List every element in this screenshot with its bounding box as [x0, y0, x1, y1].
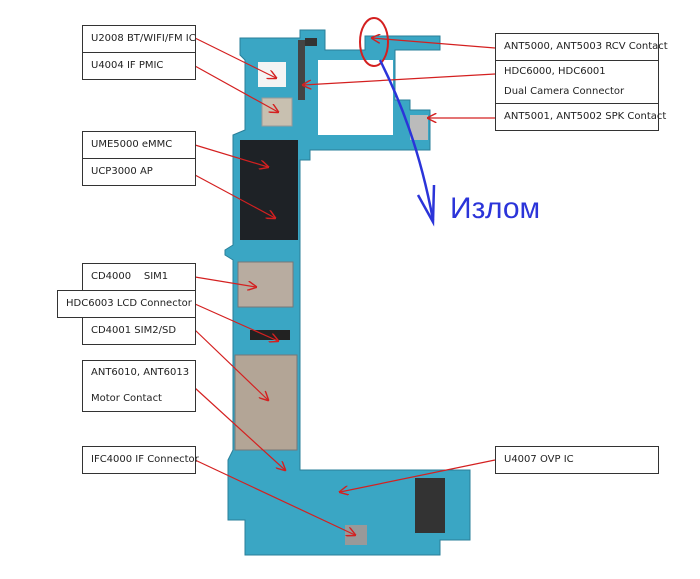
label-ant5001: ANT5001, ANT5002 SPK Contact	[495, 103, 667, 131]
label-ant5000: ANT5000, ANT5003 RCV Contact	[495, 33, 668, 61]
label-u4004: U4004 IF PMIC	[82, 52, 196, 80]
label-ifc4000: IFC4000 IF Connector	[82, 446, 199, 474]
label-cd4000: CD4000 SIM1	[82, 263, 196, 291]
label-text-part: ANT5000, ANT5003	[504, 41, 603, 52]
chip-ap-emmc	[240, 140, 298, 240]
audio-jack	[415, 478, 445, 533]
label-text: Motor Contact	[91, 393, 162, 404]
label-text: Dual Camera Connector	[504, 86, 625, 97]
label-text: U4007 OVP IC	[504, 454, 574, 465]
board-cutout	[318, 60, 393, 135]
break-annotation: Излом	[450, 192, 541, 225]
label-text-part: RCV Contact	[605, 41, 668, 52]
label-text: CD4001 SIM2/SD	[91, 325, 177, 336]
label-u2008: U2008 BT/WIFI/FM IC	[82, 25, 196, 53]
chip-u2008	[258, 62, 286, 87]
label-text: HDC6003 LCD Connector	[66, 298, 192, 309]
label-text: CD4000 SIM1	[91, 271, 169, 282]
label-text: U2008 BT/WIFI/FM IC	[91, 33, 196, 44]
label-u4007: U4007 OVP IC	[495, 446, 659, 474]
label-text: ANT5000, ANT5003 RCV Contact	[504, 34, 668, 60]
break-arrow	[378, 59, 436, 227]
label-cd4001: CD4001 SIM2/SD	[82, 317, 196, 345]
label-ume5000: UME5000 eMMC	[82, 131, 196, 159]
label-hdc6003: HDC6003 LCD Connector	[57, 290, 196, 318]
rcv-highlight-circle	[359, 17, 389, 67]
label-text: UME5000 eMMC	[91, 139, 173, 150]
label-text: IFC4000 IF Connector	[91, 454, 199, 465]
sim2-tray	[234, 354, 298, 451]
label-text: UCP3000 AP	[91, 166, 153, 177]
label-text: ANT5001, ANT5002 SPK Contact	[504, 111, 667, 122]
usb-connector	[345, 525, 367, 545]
label-text: U4004 IF PMIC	[91, 60, 164, 71]
label-text: HDC6000, HDC6001	[504, 66, 606, 77]
label-ucp3000: UCP3000 AP	[82, 158, 196, 186]
label-text: ANT6010, ANT6013	[91, 367, 190, 378]
sim1-tray	[237, 261, 294, 308]
pcb-board	[224, 29, 471, 556]
